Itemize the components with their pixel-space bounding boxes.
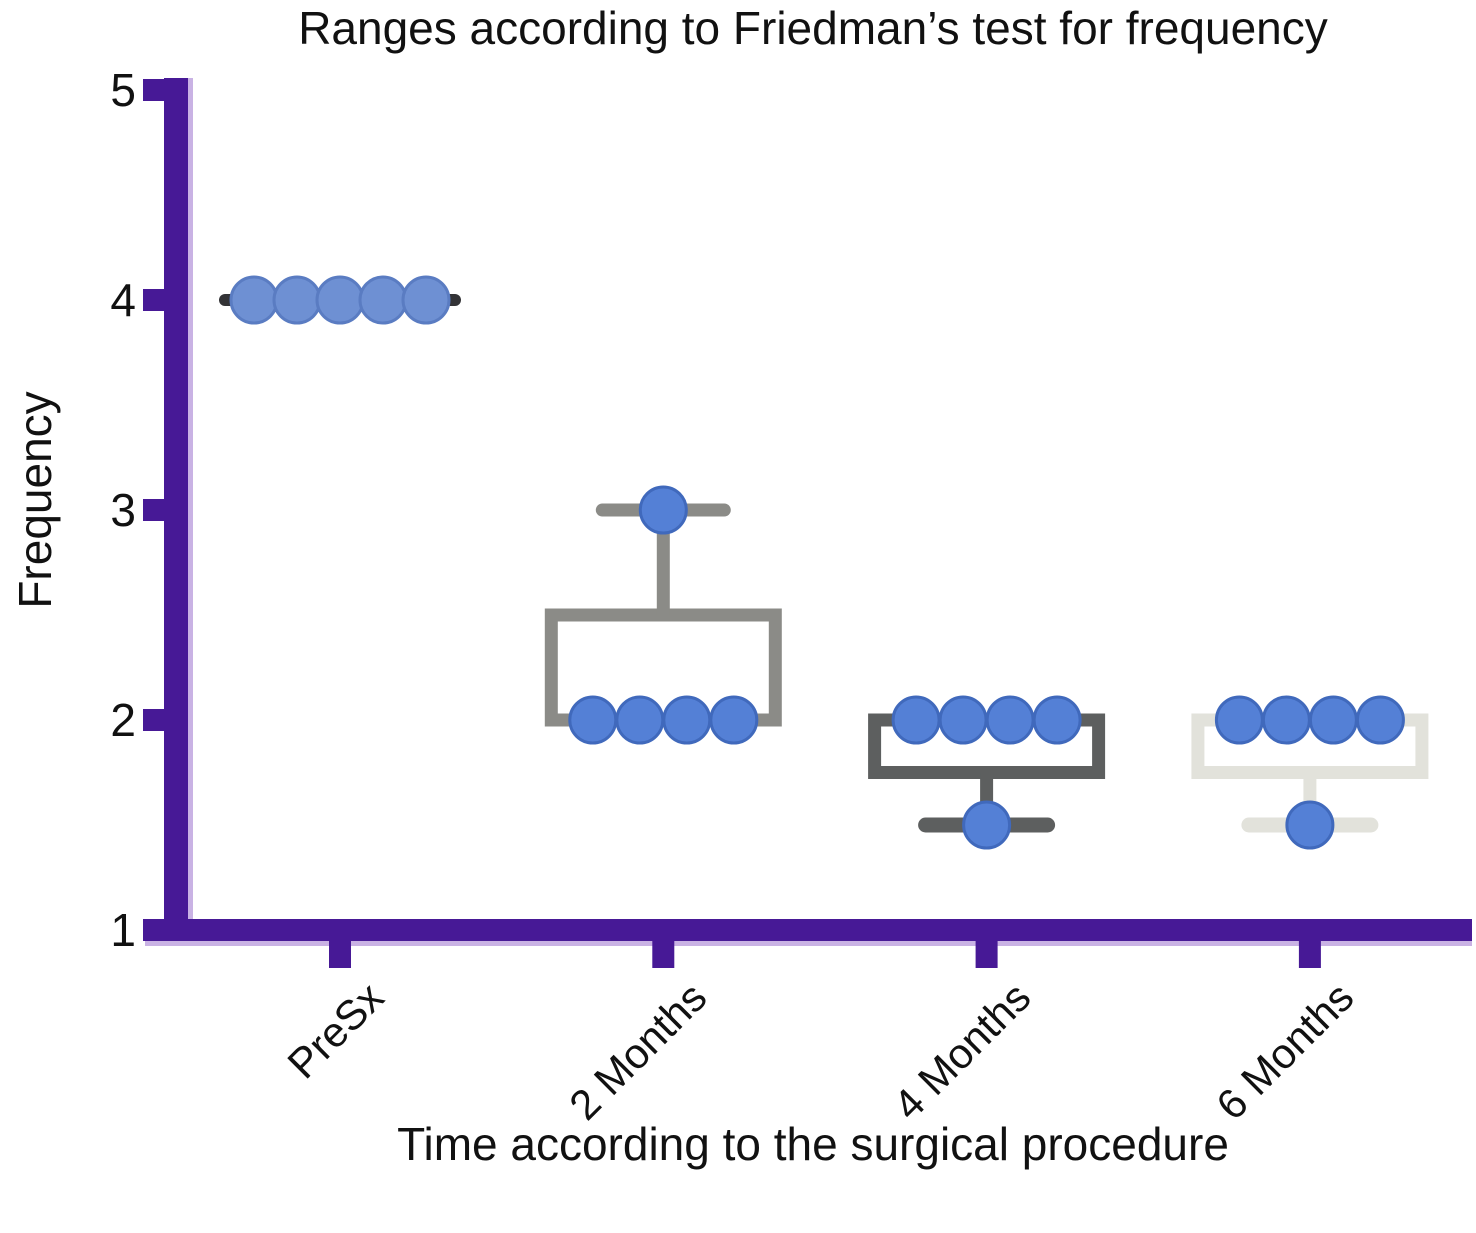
data-point — [709, 695, 759, 745]
boxplot-group-presx — [219, 275, 461, 325]
x-tick-mark — [329, 941, 351, 968]
data-point — [1308, 695, 1358, 745]
y-axis-edge-highlight — [188, 78, 193, 941]
data-point — [1355, 695, 1405, 745]
data-point — [401, 275, 451, 325]
data-point — [315, 275, 365, 325]
boxplot-group-2-months — [544, 485, 782, 745]
chart-area — [143, 78, 1472, 968]
y-tick-mark — [143, 79, 173, 101]
data-point — [272, 275, 322, 325]
y-tick-mark — [143, 499, 173, 521]
x-axis-line — [145, 919, 1472, 941]
y-tick-label: 5 — [110, 64, 136, 116]
boxplot-group-6-months — [1191, 695, 1429, 850]
data-point — [985, 695, 1035, 745]
data-point — [891, 695, 941, 745]
data-point — [638, 485, 688, 535]
data-point — [229, 275, 279, 325]
y-tick-label: 3 — [110, 484, 136, 536]
x-axis-label: Time according to the surgical procedure — [397, 1118, 1229, 1170]
y-tick-mark — [143, 709, 173, 731]
data-point — [615, 695, 665, 745]
data-point — [568, 695, 618, 745]
x-tick-mark — [652, 941, 675, 968]
y-tick-label: 2 — [110, 694, 136, 746]
y-tick-label: 1 — [110, 904, 136, 956]
data-point — [938, 695, 988, 745]
data-point — [1285, 800, 1335, 850]
x-tick-mark — [1298, 941, 1321, 968]
chart-title: Ranges according to Friedman’s test for … — [298, 2, 1328, 54]
x-tick-mark — [975, 941, 998, 968]
data-point — [1261, 695, 1311, 745]
y-tick-mark — [143, 289, 173, 311]
data-point — [1214, 695, 1264, 745]
y-tick-label: 4 — [110, 274, 136, 326]
x-axis-edge-highlight — [145, 941, 1472, 946]
boxplot-group-4-months — [868, 695, 1106, 850]
data-point — [662, 695, 712, 745]
y-tick-mark — [143, 919, 173, 941]
data-point — [962, 800, 1012, 850]
data-point — [1032, 695, 1082, 745]
data-point — [358, 275, 408, 325]
